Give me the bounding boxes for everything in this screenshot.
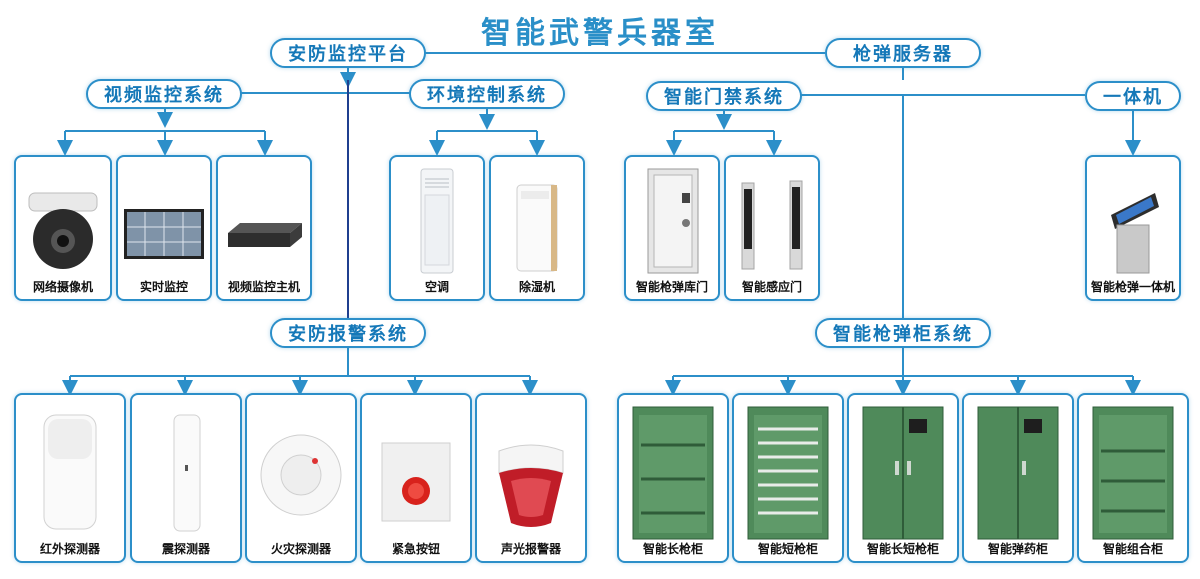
node-security-platform: 安防监控平台 bbox=[270, 38, 426, 68]
vibration-detector-icon bbox=[173, 414, 201, 532]
device-ammo-cabinet: 智能弹药柜 bbox=[962, 393, 1074, 563]
infrared-detector-icon bbox=[43, 414, 97, 530]
network-camera-icon bbox=[28, 192, 98, 269]
device-kiosk: 智能枪弹一体机 bbox=[1085, 155, 1181, 301]
long-short-gun-cabinet-icon bbox=[862, 406, 944, 540]
device-live-monitor: 实时监控 bbox=[116, 155, 212, 301]
combination-cabinet-icon bbox=[1092, 406, 1174, 540]
device-label: 震探测器 bbox=[161, 542, 210, 556]
device-air-conditioner: 空调 bbox=[389, 155, 485, 301]
device-vault-door: 智能枪弹库门 bbox=[624, 155, 720, 301]
sensor-gate-icon bbox=[741, 180, 803, 270]
page-title: 智能武警兵器室 bbox=[481, 16, 719, 51]
device-label: 智能枪弹一体机 bbox=[1090, 280, 1175, 294]
node-gun-server: 枪弹服务器 bbox=[825, 38, 981, 68]
device-label: 火灾探测器 bbox=[270, 542, 331, 556]
device-label: 智能弹药柜 bbox=[987, 542, 1048, 556]
device-label: 实时监控 bbox=[139, 280, 188, 294]
device-sensor-gate: 智能感应门 bbox=[724, 155, 820, 301]
device-vibration-detector: 震探测器 bbox=[130, 393, 242, 563]
device-emergency-button: 紧急按钮 bbox=[360, 393, 472, 563]
node-env-system: 环境控制系统 bbox=[409, 79, 565, 109]
node-cabinet-system: 智能枪弹柜系统 bbox=[815, 318, 991, 348]
device-label: 智能长枪柜 bbox=[642, 542, 703, 556]
dehumidifier-icon bbox=[516, 184, 558, 272]
device-label: 智能枪弹库门 bbox=[635, 280, 708, 294]
node-alarm-system: 安防报警系统 bbox=[270, 318, 426, 348]
short-gun-cabinet-icon bbox=[747, 406, 829, 540]
device-label: 紧急按钮 bbox=[391, 542, 440, 556]
device-infrared-detector: 红外探测器 bbox=[14, 393, 126, 563]
node-all-in-one: 一体机 bbox=[1085, 81, 1181, 111]
device-fire-detector: 火灾探测器 bbox=[245, 393, 357, 563]
device-short-gun-cabinet: 智能短枪柜 bbox=[732, 393, 844, 563]
device-nvr: 视频监控主机 bbox=[216, 155, 312, 301]
monitor-screen-icon bbox=[124, 209, 204, 259]
vault-door-icon bbox=[647, 168, 699, 274]
device-label: 除湿机 bbox=[518, 280, 555, 294]
device-combination-cabinet: 智能组合柜 bbox=[1077, 393, 1189, 563]
long-gun-cabinet-icon bbox=[632, 406, 714, 540]
siren-strobe-icon bbox=[498, 444, 564, 527]
device-label: 智能感应门 bbox=[741, 280, 802, 294]
device-label: 智能长短枪柜 bbox=[866, 542, 939, 556]
device-label: 视频监控主机 bbox=[227, 280, 300, 294]
device-label: 红外探测器 bbox=[39, 542, 100, 556]
device-combo-gun-cabinet: 智能长短枪柜 bbox=[847, 393, 959, 563]
device-dehumidifier: 除湿机 bbox=[489, 155, 585, 301]
kiosk-icon bbox=[1111, 193, 1159, 274]
device-label: 智能短枪柜 bbox=[757, 542, 818, 556]
device-label: 网络摄像机 bbox=[32, 280, 93, 294]
node-video-system: 视频监控系统 bbox=[86, 79, 242, 109]
device-network-camera: 网络摄像机 bbox=[14, 155, 112, 301]
device-siren-strobe: 声光报警器 bbox=[475, 393, 587, 563]
air-conditioner-icon bbox=[420, 168, 454, 274]
device-label: 空调 bbox=[424, 280, 449, 294]
ammo-cabinet-icon bbox=[977, 406, 1059, 540]
video-recorder-icon bbox=[228, 223, 302, 247]
device-label: 声光报警器 bbox=[500, 542, 561, 556]
emergency-button-icon bbox=[381, 442, 451, 522]
node-access-system: 智能门禁系统 bbox=[646, 81, 802, 111]
smoke-detector-icon bbox=[260, 434, 342, 516]
device-label: 智能组合柜 bbox=[1102, 542, 1163, 556]
device-long-gun-cabinet: 智能长枪柜 bbox=[617, 393, 729, 563]
